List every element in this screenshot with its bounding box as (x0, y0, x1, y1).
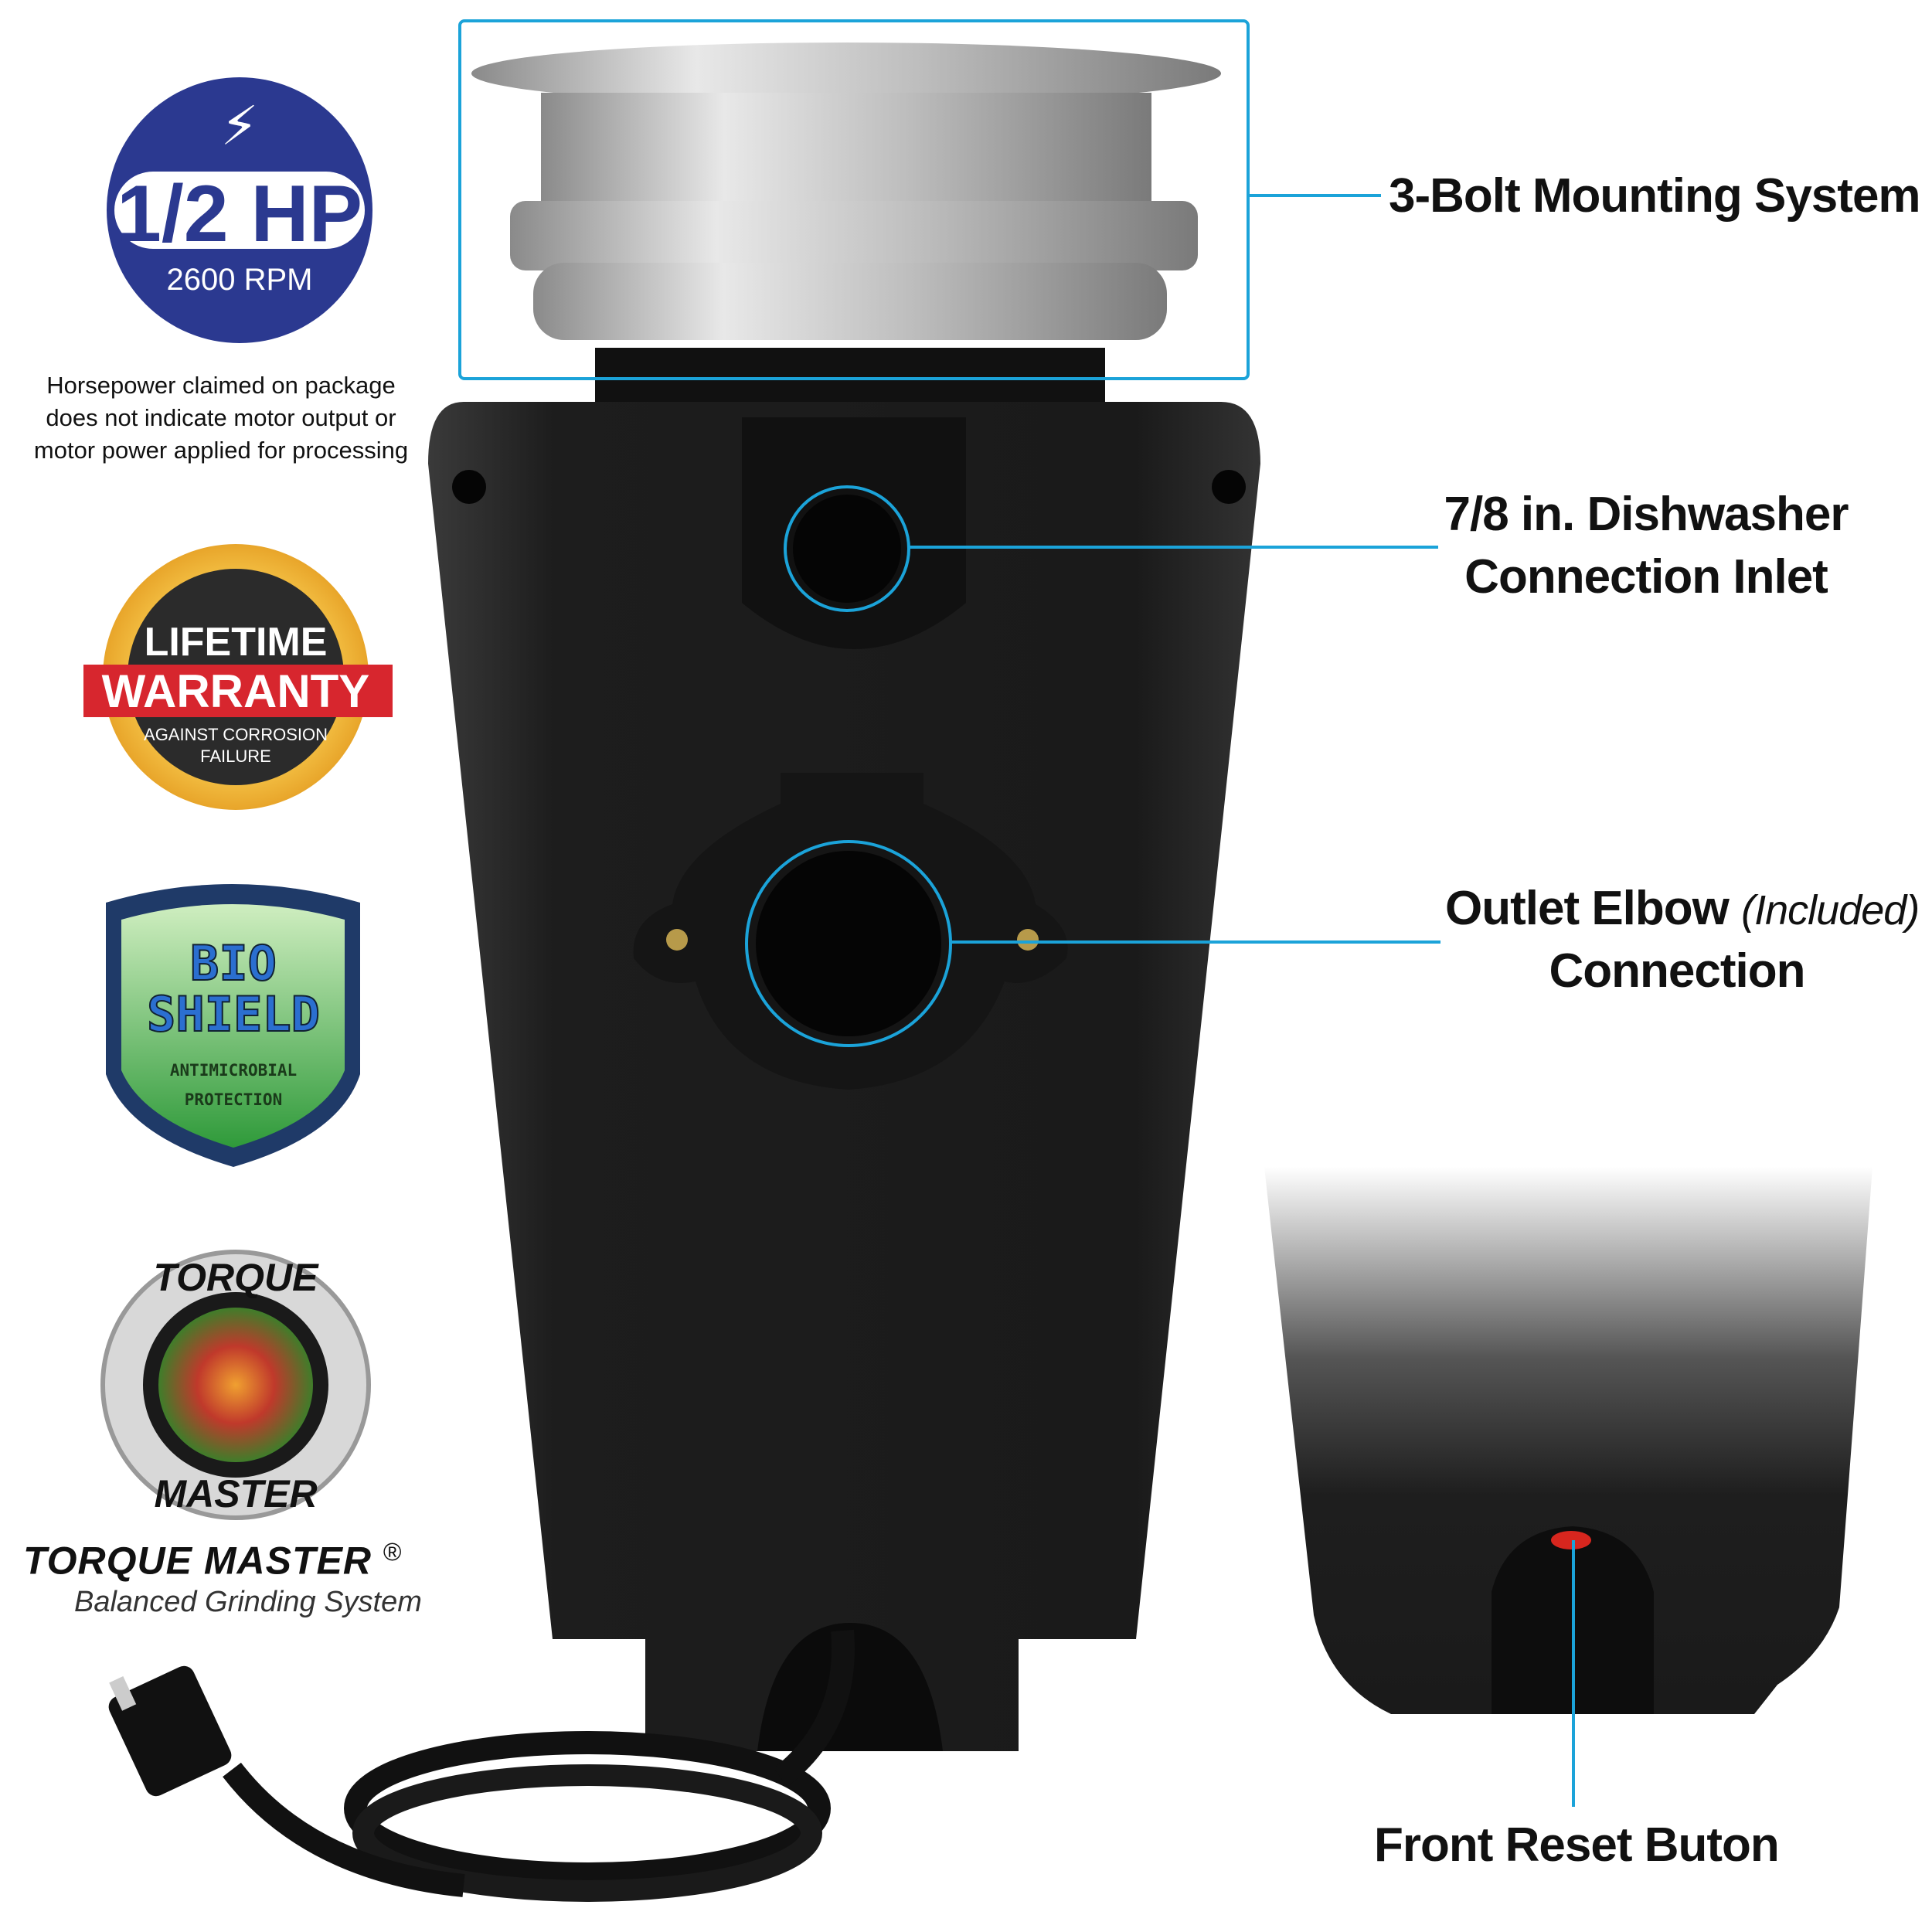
svg-text:TORQUE: TORQUE (154, 1256, 320, 1299)
horsepower-badge: ⚡ 1/2 HP 2600 RPM (107, 77, 372, 343)
horsepower-value: 1/2 HP (117, 169, 362, 259)
torque-master-emblem: TORQUE MASTER (100, 1250, 371, 1520)
warranty-banner: WARRANTY (102, 665, 370, 717)
reset-button (1551, 1531, 1591, 1549)
power-cord (108, 1629, 855, 1902)
bio-shield-badge: BIO SHIELD ANTIMICROBIAL PROTECTION (106, 884, 360, 1167)
rpm-value: 2600 RPM (166, 263, 313, 297)
lightning-icon: ⚡ (220, 96, 259, 156)
svg-text:MASTER: MASTER (154, 1472, 317, 1515)
warranty-line2: FAILURE (200, 747, 271, 766)
reset-inset (1264, 1167, 1872, 1807)
callout-outlet: Outlet Elbow (Included) Connection (1445, 882, 1920, 998)
svg-text:BIO: BIO (190, 935, 277, 992)
warranty-top: LIFETIME (145, 620, 328, 665)
torque-master-subtitle: Balanced Grinding System (74, 1586, 422, 1618)
svg-text:ANTIMICROBIAL: ANTIMICROBIAL (170, 1061, 297, 1080)
horsepower-disclaimer: Horsepower claimed on package does not i… (33, 372, 409, 464)
torque-master-title: TORQUE MASTER ® (23, 1538, 403, 1583)
lifetime-warranty-badge: LIFETIME WARRANTY AGAINST CORROSION FAIL… (83, 544, 393, 810)
mounting-assembly (471, 43, 1221, 410)
mounting-highlight-box (458, 19, 1250, 380)
warranty-line1: AGAINST CORROSION (144, 725, 328, 744)
svg-text:SHIELD: SHIELD (147, 986, 320, 1043)
callout-mounting: 3-Bolt Mounting System (1389, 169, 1921, 223)
callout-reset: Front Reset Buton (1374, 1818, 1780, 1872)
svg-text:PROTECTION: PROTECTION (185, 1090, 282, 1109)
